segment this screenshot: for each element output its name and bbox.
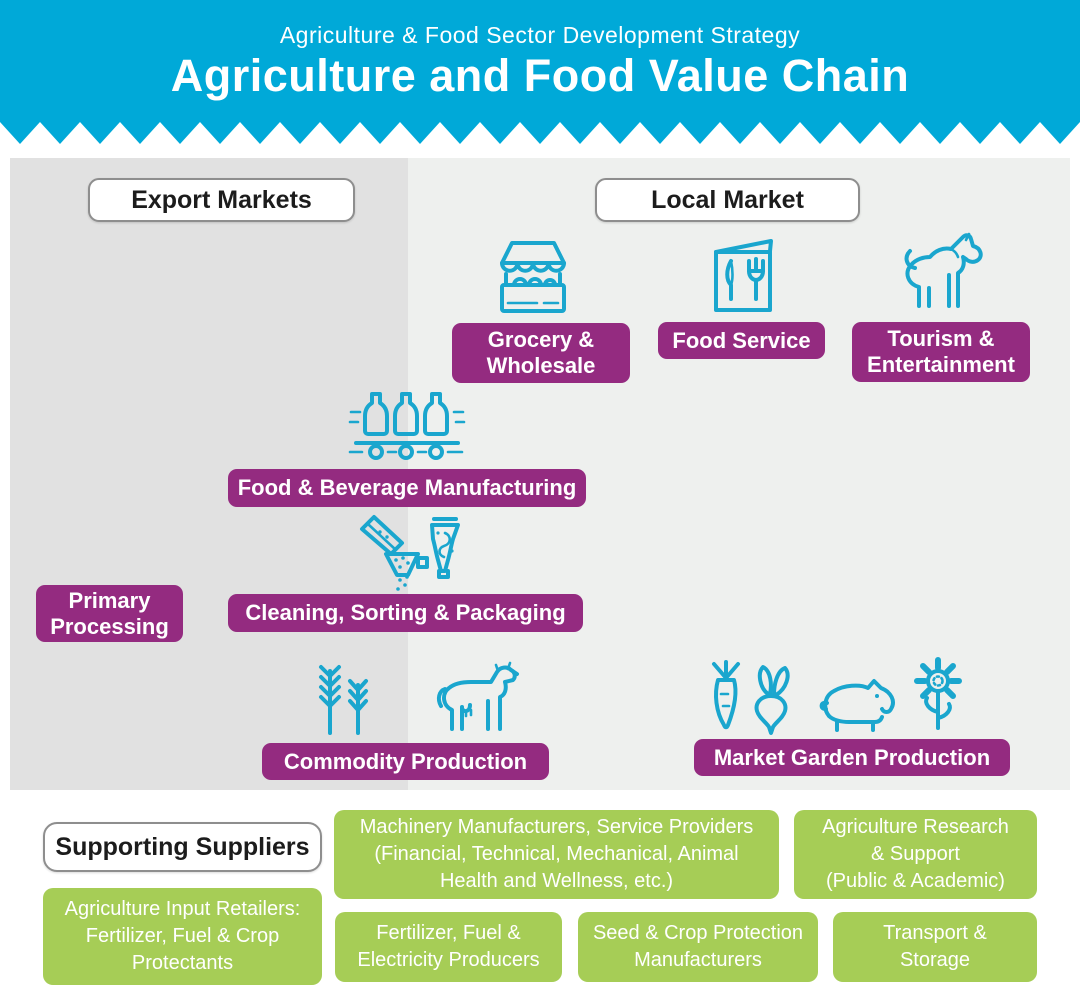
export-markets-text: Export Markets	[131, 185, 312, 214]
supplier-seed-crop-protection: Seed & Crop Protection Manufacturers	[578, 912, 818, 982]
header-banner: Agriculture & Food Sector Development St…	[0, 0, 1080, 122]
menu-icon	[704, 236, 782, 318]
zigzag-edge	[0, 122, 1080, 144]
stage-primary-processing: Primary Processing	[36, 585, 183, 642]
carrot-icon	[702, 658, 750, 738]
beet-icon	[746, 663, 796, 738]
header-subtitle: Agriculture & Food Sector Development St…	[279, 22, 801, 48]
stage-tourism-entertainment: Tourism & Entertainment	[852, 322, 1030, 382]
stage-food-beverage-manufacturing: Food & Beverage Manufacturing	[228, 469, 586, 507]
supporting-suppliers-label: Supporting Suppliers	[43, 822, 322, 872]
stage-label: Market Garden Production	[713, 744, 991, 770]
stage-label: Grocery & Wholesale	[486, 327, 596, 378]
local-market-label: Local Market	[595, 178, 860, 222]
stage-label: Commodity Production	[283, 748, 528, 774]
bottles-conveyor-icon	[348, 391, 466, 463]
grain-sorter-icon	[356, 513, 468, 593]
sunflower-icon	[908, 656, 968, 738]
stage-commodity-production: Commodity Production	[262, 743, 549, 780]
pig-icon	[815, 676, 903, 738]
supplier-agriculture-research: Agriculture Research & Support (Public &…	[794, 810, 1037, 899]
page-title: Agriculture and Food Value Chain	[170, 50, 910, 101]
supplier-label: Machinery Manufacturers, Service Provide…	[359, 816, 754, 892]
stage-label: Tourism & Entertainment	[867, 326, 1015, 377]
supplier-machinery-manufacturers: Machinery Manufacturers, Service Provide…	[334, 810, 779, 899]
supplier-label: Seed & Crop Protection Manufacturers	[592, 922, 804, 971]
supplier-fertilizer-fuel-electricity: Fertilizer, Fuel & Electricity Producers	[335, 912, 562, 982]
supplier-label: Agriculture Input Retailers: Fertilizer,…	[64, 898, 301, 974]
stage-label: Primary Processing	[50, 587, 169, 639]
supplier-label: Agriculture Research & Support (Public &…	[822, 816, 1009, 892]
stage-food-service: Food Service	[658, 322, 825, 359]
export-markets-label: Export Markets	[88, 178, 355, 222]
supporting-suppliers-text: Supporting Suppliers	[55, 832, 310, 861]
stage-grocery-wholesale: Grocery & Wholesale	[452, 323, 630, 383]
stage-label: Food & Beverage Manufacturing	[237, 475, 577, 501]
stage-market-garden-production: Market Garden Production	[694, 739, 1010, 776]
wheat-icon	[310, 661, 376, 735]
supplier-label: Fertilizer, Fuel & Electricity Producers	[357, 922, 540, 971]
local-market-text: Local Market	[651, 185, 804, 214]
stage-label: Cleaning, Sorting & Packaging	[245, 600, 566, 626]
supplier-transport-storage: Transport & Storage	[833, 912, 1037, 982]
market-stall-icon	[487, 238, 579, 320]
cow-icon	[432, 661, 526, 735]
supplier-input-retailers: Agriculture Input Retailers: Fertilizer,…	[43, 888, 322, 985]
horse-icon	[893, 230, 995, 318]
stage-label: Food Service	[672, 327, 811, 353]
supplier-label: Transport & Storage	[883, 922, 987, 971]
stage-cleaning-sorting-packaging: Cleaning, Sorting & Packaging	[228, 594, 583, 632]
